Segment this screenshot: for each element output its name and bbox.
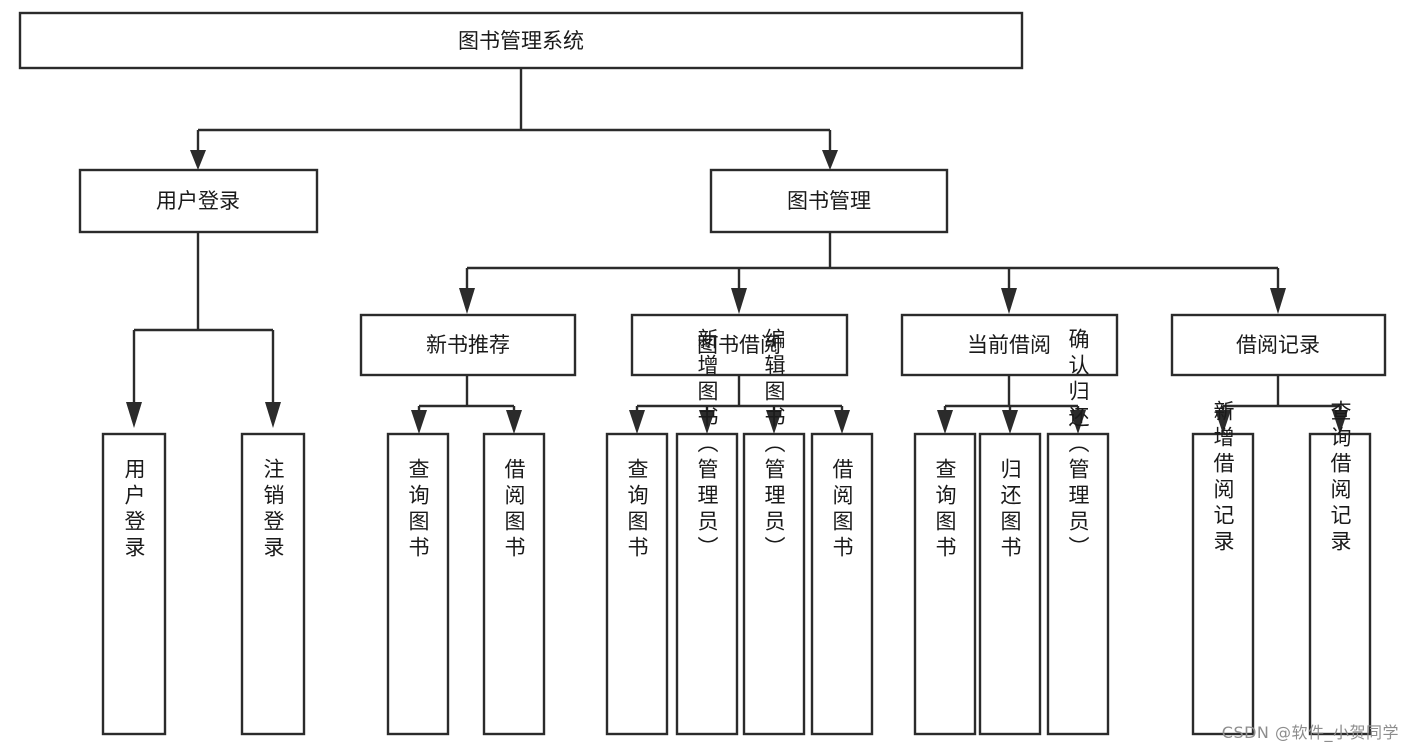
node-new-book-recommend[interactable]: 新书推荐 [359, 313, 577, 377]
arrowhead-leaf-query-book-2 [629, 410, 645, 434]
node-root-box[interactable] [18, 11, 1024, 70]
node-current-borrow-label: 当前借阅 [967, 333, 1051, 357]
node-leaf-query-record-label: 查询借阅记录 [1328, 400, 1352, 556]
arrowhead-leaf-borrow-book-1 [506, 410, 522, 434]
node-borrow-record-label: 借阅记录 [1236, 333, 1320, 357]
node-new-book-recommend-label: 新书推荐 [426, 333, 510, 357]
connector-group-root-to-level2 [190, 68, 838, 170]
arrowhead-leaf-query-book-3 [937, 410, 953, 434]
node-root[interactable]: 图书管理系统 [18, 11, 1024, 70]
arrowhead-leaf-add-record [1215, 410, 1231, 434]
node-leaf-query-book-1-label: 查询图书 [406, 458, 430, 562]
arrowhead-leaf-edit-book [766, 410, 782, 434]
arrowhead-leaf-add-book [699, 410, 715, 434]
node-leaf-query-record-box[interactable] [1308, 432, 1372, 736]
node-leaf-add-book-label: 新增图书（管理员） [695, 328, 719, 562]
node-leaf-borrow-book-2[interactable]: 借阅图书 [810, 432, 874, 736]
node-leaf-user-login[interactable]: 用户登录 [101, 432, 167, 736]
node-book-borrow[interactable]: 图书借阅 [630, 313, 849, 377]
node-leaf-query-book-2-box[interactable] [605, 432, 669, 736]
node-user-login[interactable]: 用户登录 [78, 168, 319, 234]
node-leaf-query-book-3[interactable]: 查询图书 [913, 432, 977, 736]
node-leaf-confirm-return-box[interactable] [1046, 432, 1110, 736]
node-leaf-borrow-book-1-label: 借阅图书 [502, 458, 526, 562]
connector-group-userlogin-to-leaves [126, 232, 281, 428]
node-leaf-return-book[interactable]: 归还图书 [978, 432, 1042, 736]
node-leaf-logout-label: 注销登录 [261, 458, 285, 562]
arrowhead-book-management [822, 150, 838, 170]
node-book-management[interactable]: 图书管理 [709, 168, 949, 234]
node-leaf-query-book-3-label: 查询图书 [933, 458, 957, 562]
node-leaf-add-book[interactable]: 新增图书（管理员） [675, 328, 739, 736]
arrowhead-leaf-return-book [1002, 410, 1018, 434]
node-leaf-query-book-3-box[interactable] [913, 432, 977, 736]
node-leaf-add-record[interactable]: 新增借阅记录 [1191, 400, 1255, 736]
arrowhead-user-login [190, 150, 206, 170]
node-leaf-query-book-1[interactable]: 查询图书 [386, 432, 450, 736]
node-leaf-return-book-label: 归还图书 [998, 458, 1022, 562]
arrowhead-leaf-borrow-book-2 [834, 410, 850, 434]
node-borrow-record-box[interactable] [1170, 313, 1387, 377]
arrowhead-leaf-user-login [126, 402, 142, 428]
csdn-watermark: CSDN @软件_小贺同学 [1221, 723, 1399, 742]
arrowhead-current-borrow [1001, 288, 1017, 314]
connector-group-bookmgmt-to-level3 [459, 232, 1286, 314]
node-leaf-logout-box[interactable] [240, 432, 306, 736]
arrowhead-book-borrow [731, 288, 747, 314]
node-leaf-edit-book-label: 编辑图书（管理员） [762, 328, 786, 562]
node-user-login-box[interactable] [78, 168, 319, 234]
node-leaf-borrow-book-2-box[interactable] [810, 432, 874, 736]
node-leaf-user-login-label: 用户登录 [122, 458, 146, 562]
arrowhead-leaf-logout [265, 402, 281, 428]
connector-group-currentborrow-to-leaves [937, 375, 1086, 434]
node-current-borrow-box[interactable] [900, 313, 1119, 377]
connector-group-newbook-to-leaves [411, 375, 522, 434]
arrowhead-leaf-confirm-return [1070, 410, 1086, 434]
node-leaf-user-login-box[interactable] [101, 432, 167, 736]
node-leaf-query-book-2-label: 查询图书 [625, 458, 649, 562]
node-leaf-borrow-book-1-box[interactable] [482, 432, 546, 736]
arrowhead-leaf-query-record [1332, 410, 1348, 434]
node-leaf-borrow-book-2-label: 借阅图书 [830, 458, 854, 562]
node-book-management-box[interactable] [709, 168, 949, 234]
node-leaf-add-record-label: 新增借阅记录 [1211, 400, 1235, 556]
node-leaf-query-book-2[interactable]: 查询图书 [605, 432, 669, 736]
node-leaf-edit-book-box[interactable] [742, 432, 806, 736]
node-leaf-add-book-box[interactable] [675, 432, 739, 736]
node-leaf-query-record[interactable]: 查询借阅记录 [1308, 400, 1372, 736]
node-leaf-borrow-book-1[interactable]: 借阅图书 [482, 432, 546, 736]
node-root-label: 图书管理系统 [458, 29, 584, 53]
node-current-borrow[interactable]: 当前借阅 [900, 313, 1119, 377]
arrowhead-leaf-query-book-1 [411, 410, 427, 434]
node-new-book-recommend-box[interactable] [359, 313, 577, 377]
node-leaf-confirm-return[interactable]: 确认归还（管理员） [1046, 328, 1110, 736]
node-leaf-edit-book[interactable]: 编辑图书（管理员） [742, 328, 806, 736]
connector-group-borrowrecord-to-leaves [1215, 375, 1348, 434]
node-leaf-logout[interactable]: 注销登录 [240, 432, 306, 736]
node-leaf-return-book-box[interactable] [978, 432, 1042, 736]
node-borrow-record[interactable]: 借阅记录 [1170, 313, 1387, 377]
node-leaf-confirm-return-label: 确认归还（管理员） [1066, 328, 1090, 562]
node-book-borrow-box[interactable] [630, 313, 849, 377]
node-book-management-label: 图书管理 [787, 189, 871, 213]
node-book-borrow-label: 图书借阅 [697, 333, 781, 357]
node-leaf-query-book-1-box[interactable] [386, 432, 450, 736]
arrowhead-new-book [459, 288, 475, 314]
connector-group-bookborrow-to-leaves [629, 375, 850, 434]
node-user-login-label: 用户登录 [156, 189, 240, 213]
node-leaf-add-record-box[interactable] [1191, 432, 1255, 736]
arrowhead-borrow-record [1270, 288, 1286, 314]
